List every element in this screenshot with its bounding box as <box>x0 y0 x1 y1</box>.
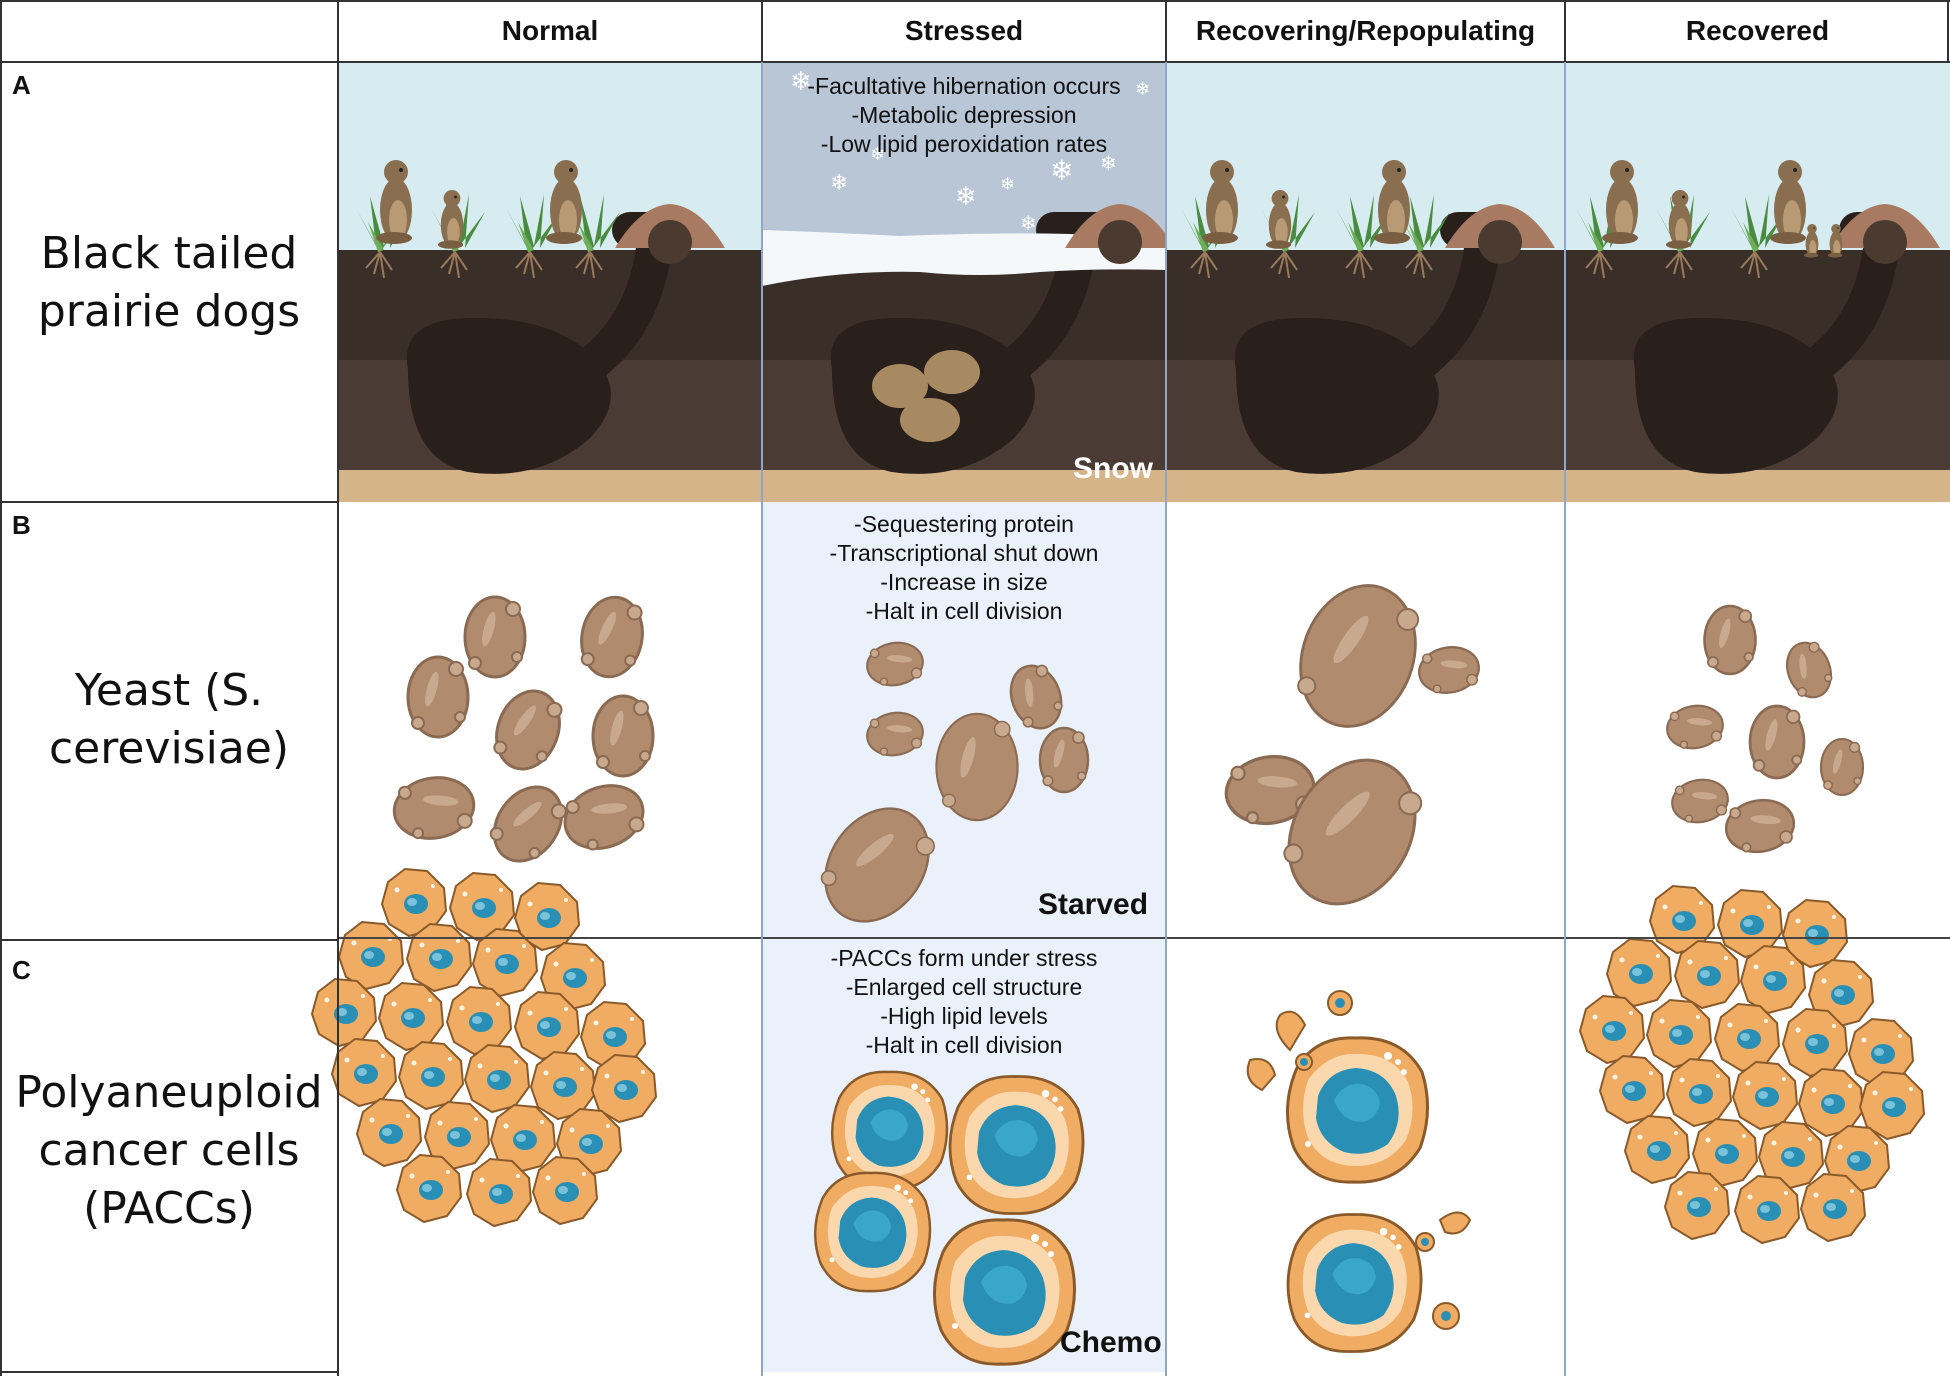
panel-a-stressed-scene: ❄ ❄ ❄ ❄ ❄ ❄ ❄ ❄ ❄ <box>762 62 1175 502</box>
svg-text:❄: ❄ <box>1135 79 1150 99</box>
stress-note: -Low lipid peroxidation rates <box>820 131 1108 157</box>
svg-text:❄: ❄ <box>955 181 977 211</box>
svg-text:❄: ❄ <box>790 66 812 96</box>
column-header-stressed: Stressed <box>904 15 1024 46</box>
stress-notes-yeast: -Sequestering protein -Transcriptional s… <box>762 510 1166 626</box>
panel-c-recovering-cells <box>1246 990 1472 1353</box>
panel-label-a: A <box>12 70 31 100</box>
stress-note: -PACCs form under stress <box>830 945 1098 971</box>
stress-note: -Increase in size <box>880 569 1048 595</box>
panel-label-c: C <box>12 955 31 985</box>
column-header-recovered: Recovered <box>1685 15 1830 46</box>
panel-c-normal-cluster <box>311 868 657 1227</box>
panel-label-b: B <box>12 510 31 540</box>
condition-label-chemo: Chemo <box>1060 1326 1162 1359</box>
stress-note: -Sequestering protein <box>854 511 1074 537</box>
stress-note: -Halt in cell division <box>865 598 1063 624</box>
stress-note: -Enlarged cell structure <box>845 974 1083 1000</box>
stress-note: -Transcriptional shut down <box>829 540 1099 566</box>
panel-b-normal-yeast <box>387 590 655 876</box>
column-header-recovering: Recovering/Repopulating <box>1195 15 1536 46</box>
stress-note: -High lipid levels <box>880 1003 1048 1029</box>
stress-notes-prairie-dogs: -Facultative hibernation occurs -Metabol… <box>762 72 1166 159</box>
panel-a-recovering-scene <box>1166 62 1565 502</box>
condition-label-starved: Starved <box>1038 888 1149 921</box>
svg-text:❄: ❄ <box>1020 213 1037 235</box>
row-label-prairie-dogs: Black tailed prairie dogs <box>37 228 301 338</box>
condition-label-snow: Snow <box>1073 452 1153 485</box>
svg-text:❄: ❄ <box>830 170 848 195</box>
svg-text:❄: ❄ <box>1100 153 1117 175</box>
row-label-yeast: Yeast (S. cerevisiae) <box>48 665 290 775</box>
panel-b-recovered-yeast <box>1662 604 1865 859</box>
panel-c-recovered-cluster <box>1579 885 1925 1244</box>
svg-text:❄: ❄ <box>1000 174 1015 194</box>
stress-note: -Facultative hibernation occurs <box>807 73 1121 99</box>
svg-text:❄: ❄ <box>1050 155 1073 186</box>
panel-a-normal-scene <box>338 62 762 502</box>
panel-a-recovered-scene <box>1565 62 1950 502</box>
stress-notes-paccs: -PACCs form under stress -Enlarged cell … <box>762 944 1166 1060</box>
stress-note: -Halt in cell division <box>865 1032 1063 1058</box>
stress-note: -Metabolic depression <box>851 102 1077 128</box>
panel-b-recovering-yeast <box>1219 567 1484 929</box>
svg-text:❄: ❄ <box>870 144 885 164</box>
row-label-paccs: Polyaneuploid cancer cells (PACCs) <box>15 1067 323 1235</box>
column-header-normal: Normal <box>501 15 599 46</box>
